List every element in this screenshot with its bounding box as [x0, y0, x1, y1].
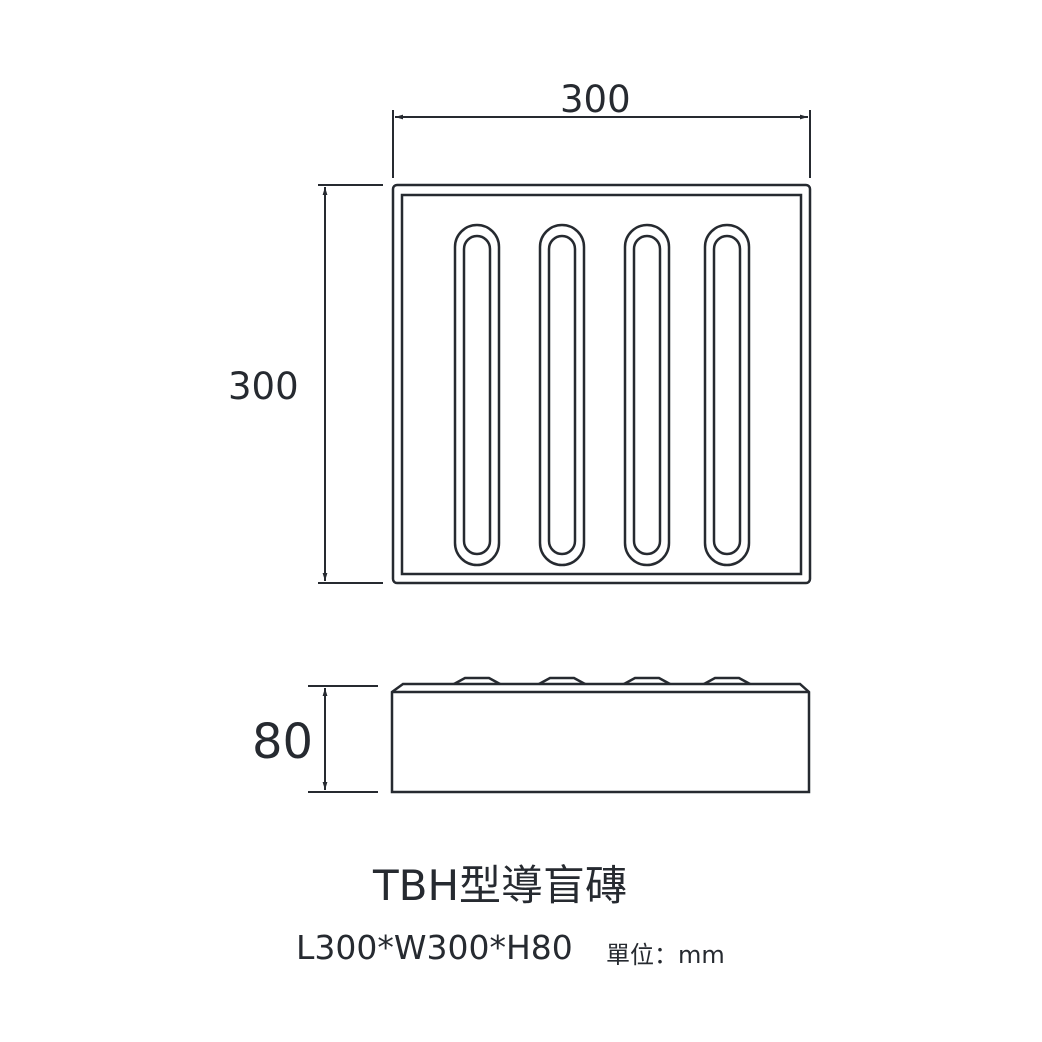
length-label: 300 — [228, 365, 299, 408]
width-dimension-line — [392, 110, 811, 178]
bar-profile — [623, 676, 671, 686]
product-title: TBH型導盲磚 — [373, 861, 628, 910]
raised-bar — [623, 223, 671, 567]
raised-bar — [538, 223, 586, 567]
tile-top-view — [391, 183, 812, 585]
width-label: 300 — [560, 78, 631, 121]
bar-profile — [538, 676, 586, 686]
bar-profile — [703, 676, 751, 686]
height-dimension-line — [308, 685, 378, 793]
raised-bar — [703, 223, 751, 567]
length-dimension-line — [318, 184, 383, 584]
raised-bar — [453, 223, 501, 567]
height-label: 80 — [252, 714, 314, 770]
spec-text: L300*W300*H80 — [296, 928, 573, 967]
bar-profile — [453, 676, 501, 686]
tile-side-view — [390, 676, 811, 794]
unit-label: 單位：mm — [606, 941, 725, 969]
